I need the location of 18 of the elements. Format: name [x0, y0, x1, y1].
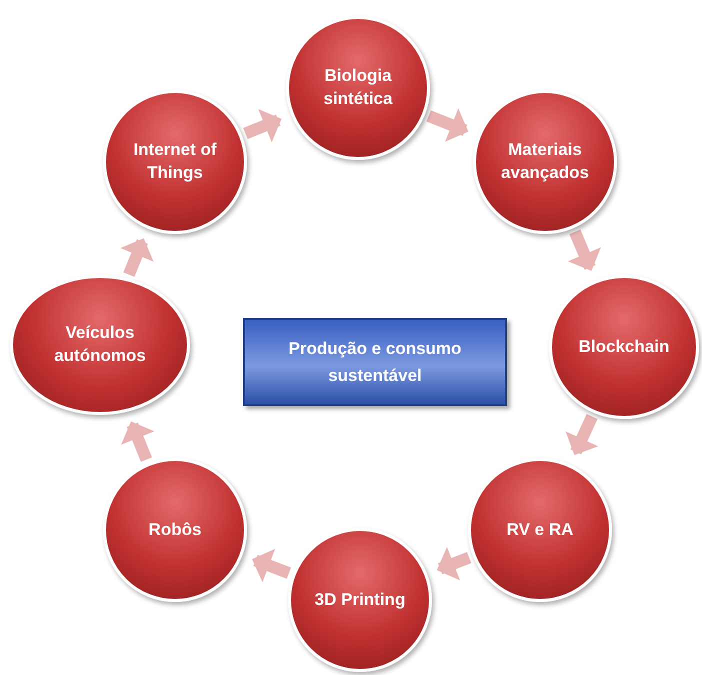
arrow: [436, 546, 472, 580]
node-label: RV e RA: [506, 518, 574, 541]
arrow: [120, 238, 154, 277]
arrow: [566, 414, 598, 456]
node-label: Blockchain: [578, 336, 670, 358]
arrow: [426, 108, 468, 142]
arrow: [252, 548, 292, 582]
center-box: [243, 318, 507, 406]
node-label: Materiais avançados: [500, 139, 590, 184]
node-label: Biologia sintética: [322, 65, 394, 110]
node-label: 3D Printing: [314, 588, 406, 611]
arrow: [121, 421, 154, 462]
node-label: Produção e consumo sustentável: [288, 338, 462, 387]
arrow: [243, 108, 282, 142]
arrow: [568, 230, 601, 271]
node-label: Robôs: [148, 518, 202, 541]
node-label: Internet of Things: [132, 139, 218, 184]
node-label: Veículos autónomos: [53, 322, 147, 367]
